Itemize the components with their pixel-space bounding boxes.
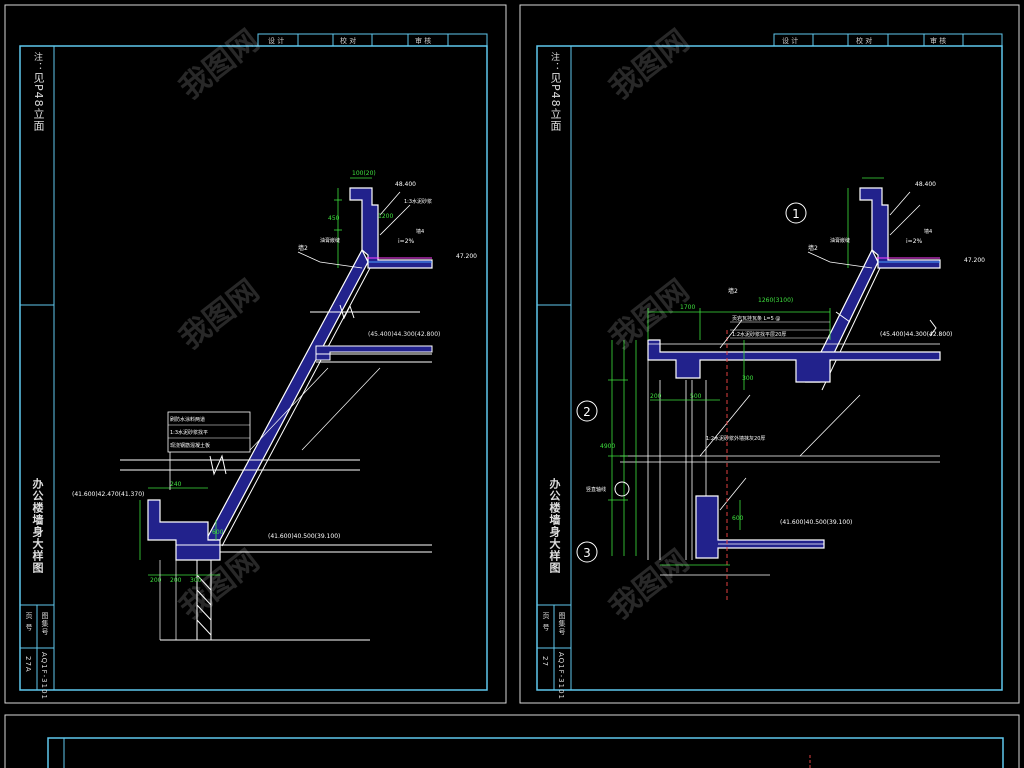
s1-item4: 墙4 [416, 228, 424, 235]
parapet-profile-2 [859, 187, 941, 269]
s2-slope: i=2% [906, 238, 923, 245]
s1-left-elev: (41.600)42.470(41.370) [72, 491, 144, 498]
s1-wall-tag: 墙2 [298, 244, 308, 252]
s2-page-no: 27 [541, 656, 549, 667]
sheet2-frame [519, 4, 1020, 704]
s1-note-3: 现浇钢筋混凝土板 [170, 442, 210, 449]
s2-bottom-elev: (41.600)40.500(39.100) [780, 519, 852, 526]
s2-dim-600: 600 [732, 515, 744, 522]
s2-dim-500: 500 [690, 393, 702, 400]
s2-wall-tag: 墙2 [808, 244, 818, 252]
parapet-profile [349, 187, 433, 269]
s2-mid-elev: (45.400)44.300(42.800) [880, 331, 952, 338]
s2-note-b: 1:2水泥砂浆找平层20厚 [732, 331, 786, 338]
s2-side-elev: 47.200 [964, 257, 985, 264]
s1-drawing-name: 办公楼墙身大样图 [31, 478, 44, 574]
s1-header-draw: 校 对 [340, 36, 356, 45]
circle-label-3: 3 [583, 546, 591, 560]
s2-header-draw: 校 对 [856, 36, 872, 45]
s2-gutter-note: 油膏嵌缝 [830, 237, 850, 244]
s2-drawing-no: AQ1F-3101 [557, 652, 565, 700]
s2-header-review: 审 核 [930, 36, 946, 45]
s1-dim-top: 100(20) [352, 170, 376, 177]
s2-title-vertical: 见P48立面 [549, 72, 562, 132]
s1-drawing-no-label: 图集号 [41, 612, 49, 636]
lower-column [695, 495, 825, 559]
eave-slab [647, 339, 941, 383]
sheet1-frame [4, 4, 507, 704]
s1-dim-240: 240 [170, 481, 182, 488]
s1-mid-elev: (45.400)44.300(42.800) [368, 331, 440, 338]
s1-note-label: 注： [32, 52, 42, 72]
s2-dim-300: 300 [742, 375, 754, 382]
s2-dim-200: 200 [650, 393, 662, 400]
s2-note-c: 1:2水泥砂浆外墙抹灰20厚 [706, 435, 765, 442]
s1-header-review: 审 核 [415, 36, 431, 45]
s1-top-elev: 48.400 [395, 181, 416, 188]
watermark: 我图网 [603, 23, 695, 106]
s2-dim-1700: 1700 [680, 304, 695, 311]
watermark: 我图网 [603, 543, 695, 626]
s1-side-elev: 47.200 [456, 253, 477, 260]
s2-dim-4900: 4900 [600, 443, 615, 450]
s2-wall-tag-b: 墙2 [728, 287, 738, 295]
s1-dim-600: 600 [212, 529, 224, 536]
sheet1-section-drawing [120, 177, 433, 641]
s1-gutter-note: 油膏嵌缝 [320, 237, 340, 244]
s2-dim-1260: 1260(3100) [758, 297, 793, 304]
s2-page-label: 页 号 [542, 612, 550, 632]
s1-dim-bottom-a: 200 [150, 577, 162, 584]
circle-label-1: 1 [792, 207, 800, 221]
s2-drawing-no-label: 图集号 [558, 612, 566, 636]
s2-header-design: 设 计 [782, 36, 798, 45]
circle-label-2: 2 [583, 405, 591, 419]
s2-axis-label: 竖直轴线 [586, 486, 606, 493]
s2-note-label: 注： [549, 52, 559, 72]
s1-note-1: 刷防水涂料两道 [170, 416, 205, 423]
s1-dim-bottom-c: 300 [190, 577, 202, 584]
detail-circle-3 [576, 541, 598, 563]
s1-title-vertical: 见P48立面 [32, 72, 45, 132]
s1-dim-bottom-b: 200 [170, 577, 182, 584]
s1-slope: i=2% [398, 238, 415, 245]
watermark: 我图网 [173, 273, 265, 356]
detail-circle-2 [576, 400, 598, 422]
s1-page-no: 27A [24, 656, 32, 673]
sheet3-frame [4, 714, 1020, 768]
s1-dim-450: 450 [328, 215, 340, 222]
sheet2-section-drawing [608, 177, 941, 600]
lower-gutter [147, 499, 221, 561]
s1-header-design: 设 计 [268, 36, 284, 45]
s1-roof-note: 1:3水泥砂浆 [404, 198, 432, 205]
mid-slab [315, 345, 433, 361]
detail-circle-1 [785, 202, 807, 224]
s1-note-2: 1:3水泥砂浆找平 [170, 429, 208, 436]
s2-drawing-name: 办公楼墙身大样图 [548, 478, 561, 574]
s1-bottom-elev: (41.600)40.500(39.100) [268, 533, 340, 540]
s1-page-label: 页 号 [25, 612, 33, 632]
s1-drawing-no: AQ1F-3101 [40, 652, 48, 700]
s2-item4: 墙4 [924, 228, 932, 235]
watermark: 我图网 [173, 23, 265, 106]
s2-top-elev: 48.400 [915, 181, 936, 188]
s2-note-a: 页岩瓦挂瓦条 L=5 @ [732, 315, 780, 322]
s1-dim-1200: 1200 [378, 213, 393, 220]
